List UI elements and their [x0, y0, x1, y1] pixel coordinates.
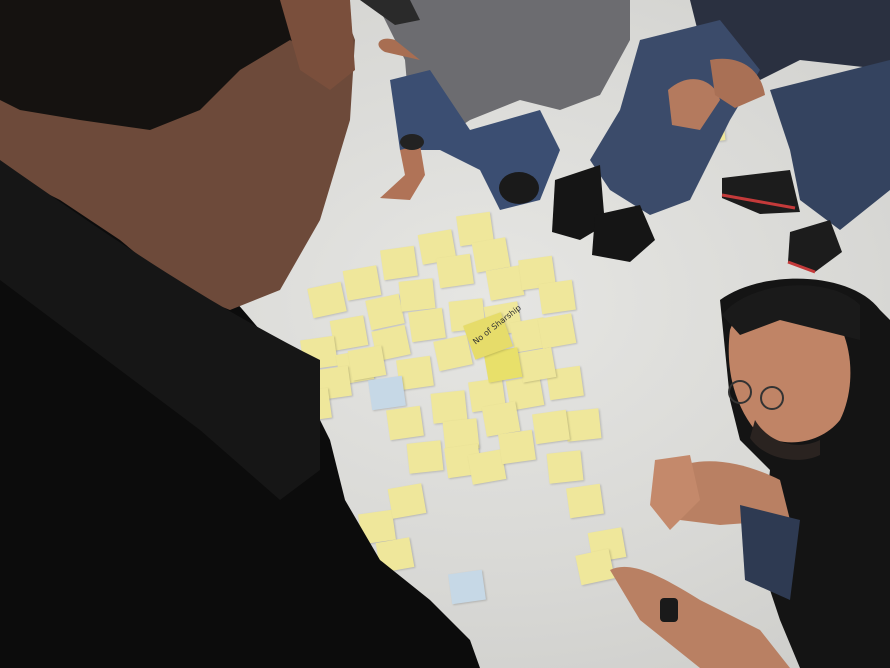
person-foreground-back — [0, 0, 480, 668]
person-jeans-standing — [552, 0, 890, 274]
person-grey-sweater — [360, 0, 630, 210]
person-glasses-black-shirt — [610, 278, 890, 668]
